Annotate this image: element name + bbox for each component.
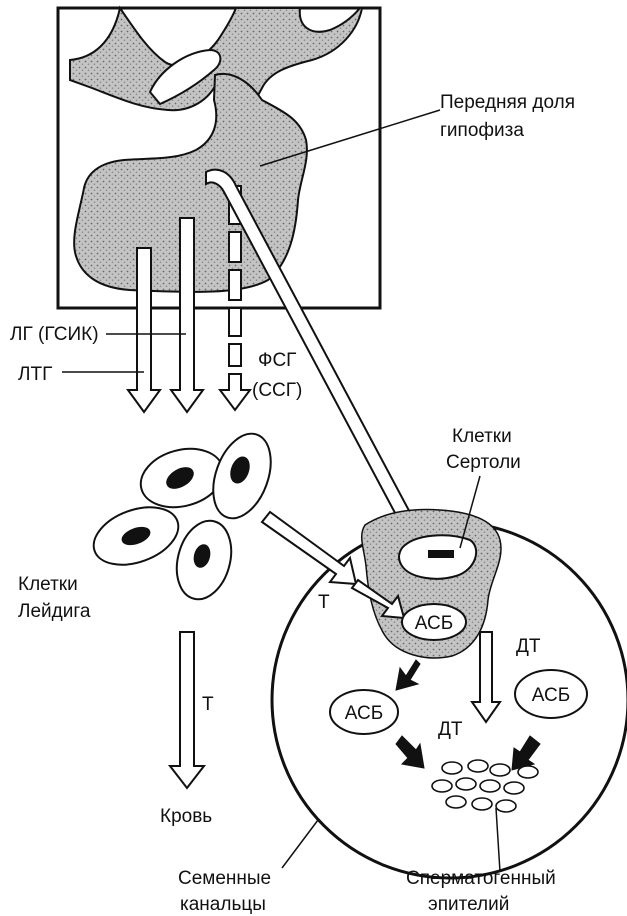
ltg-label: ЛТГ <box>18 364 52 385</box>
t-blood-label: Т <box>202 694 214 715</box>
t-tubule-label: Т <box>318 592 330 613</box>
leydig-label-line1: Клетки <box>18 574 78 595</box>
tubules-label-line1: Семенные <box>178 868 271 889</box>
fsh-label-line1: ФСГ <box>258 350 296 371</box>
leydig-cells <box>86 426 282 606</box>
fsh-label-line2: (ССГ) <box>252 380 302 401</box>
abp-left-label: АСБ <box>345 703 383 724</box>
testosterone-to-tubule-arrow <box>262 512 356 584</box>
sertoli-label-line1: Клетки <box>452 426 512 447</box>
pituitary-panel <box>58 8 380 308</box>
anterior-pituitary-label-line2: гипофиза <box>440 120 524 141</box>
tubules-label-line2: канальцы <box>180 894 266 915</box>
epithelium-label-line1: Сперматогенный <box>406 868 556 889</box>
epithelium-label-line2: эпителий <box>428 894 509 915</box>
testosterone-to-blood-arrow <box>170 632 204 788</box>
sertoli-nucleus-core <box>428 550 454 558</box>
lh-label: ЛГ (ГСИК) <box>10 324 99 345</box>
blood-label: Кровь <box>160 806 212 827</box>
abp-sertoli-label: АСБ <box>415 613 453 634</box>
dt-lower-label: ДТ <box>438 719 463 740</box>
leydig-label-line2: Лейдига <box>18 601 91 622</box>
sertoli-label-line2: Сертоли <box>446 452 521 473</box>
anterior-pituitary-label-line1: Передняя доля <box>440 92 575 113</box>
dt-upper-label: ДТ <box>516 636 541 657</box>
tubules-pointer <box>282 820 318 868</box>
abp-right-label: АСБ <box>532 685 570 706</box>
